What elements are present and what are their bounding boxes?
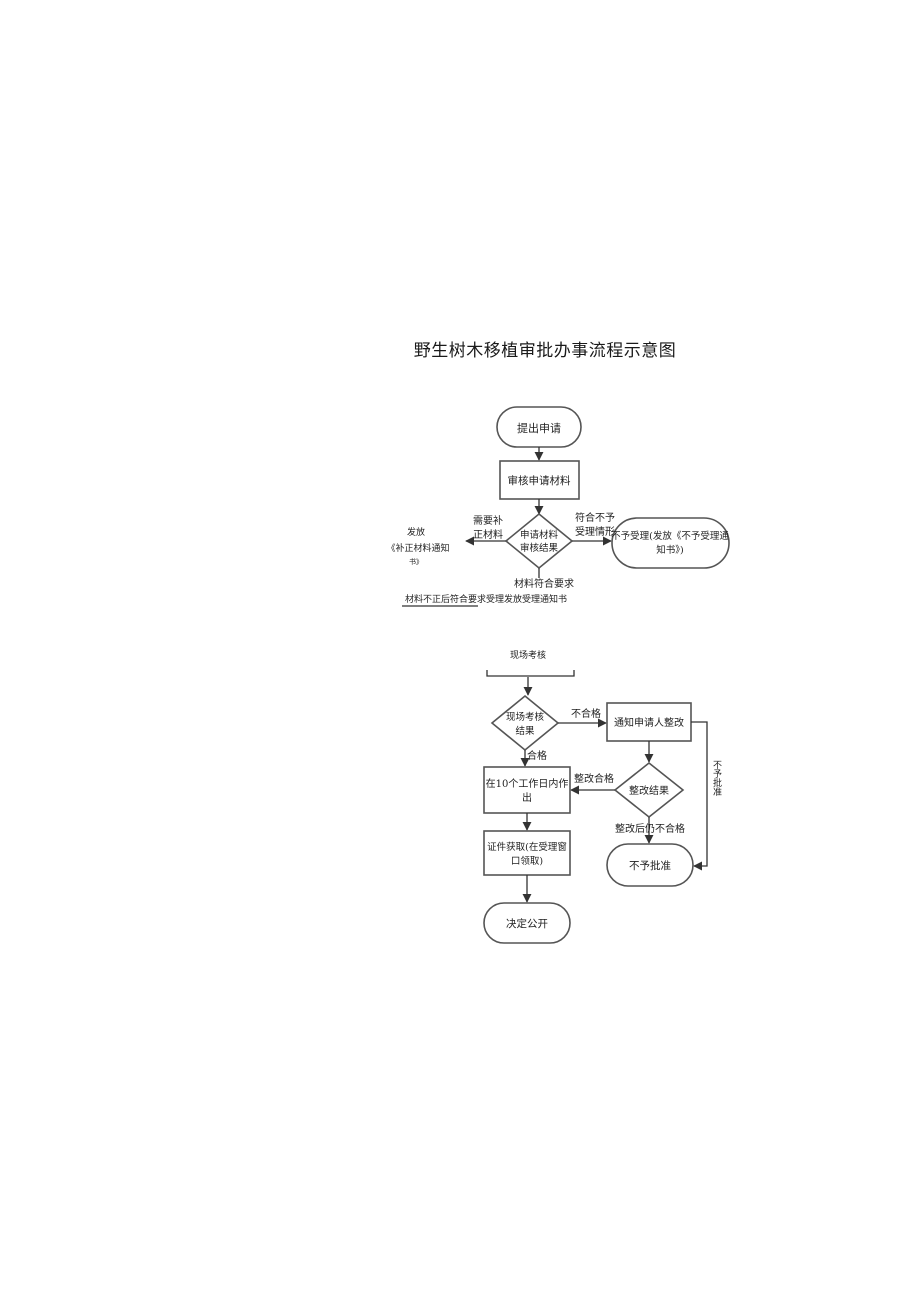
not-accept-label-2: 受理情形 [575,525,615,538]
reject-label-1: 不予受理(发放《不予受理通 [611,530,729,542]
unqualified-label: 不合格 [571,707,601,720]
site-check-label: 现场考核 [510,649,546,661]
need-supplement-label-2: 正材料 [473,528,503,541]
issue-label-3: 书》 [409,557,423,566]
fix-fail-label: 整改后仍不合格 [615,822,685,835]
decide-label-1: 在10个工作日内作 [486,777,569,790]
certificate-label-1: 证件获取(在受理窗 [487,841,567,853]
reject-node [611,517,730,569]
review-label: 审核申请材料 [508,474,571,487]
material-decision-node [504,512,574,570]
accept-note-label: 材料不正后符合要求受理发放受理通知书 [405,593,567,605]
decide-label-2: 出 [522,791,532,804]
issue-label-2: 《补正材料通知 [386,542,449,554]
not-approved-label: 不予批准 [629,859,671,872]
decision-label-1: 申请材料 [520,529,559,541]
site-result-label-2: 结果 [515,725,535,737]
page-title: 野生树木移植审批办事流程示意图 [413,341,677,361]
fix-result-label: 整改结果 [629,784,669,797]
reject-label-2: 知书》) [656,544,683,556]
site-result-node [490,694,560,752]
side-note-label: 不予批准 [711,760,722,797]
side-route-line [691,721,708,871]
notify-fix-label: 通知申请人整改 [614,716,684,729]
need-supplement-label-1: 需要补 [473,514,503,527]
certificate-label-2: 口领取) [511,855,543,867]
site-result-label-1: 现场考核 [506,711,545,723]
certificate-node [483,830,571,876]
not-accept-label-1: 符合不予 [575,511,615,524]
issue-label-1: 发放 [407,526,425,538]
fix-ok-label: 整改合格 [574,772,614,785]
qualified-label: 合格 [527,749,547,762]
decide-node [483,766,571,814]
public-node [483,902,571,944]
site-check-box-edge [486,670,575,677]
decision-label-2: 审核结果 [520,542,559,554]
submit-label: 提出申请 [517,421,561,435]
public-label: 决定公开 [506,917,548,930]
not-approved-node [606,843,694,887]
meets-req-label: 材料符合要求 [514,577,574,590]
